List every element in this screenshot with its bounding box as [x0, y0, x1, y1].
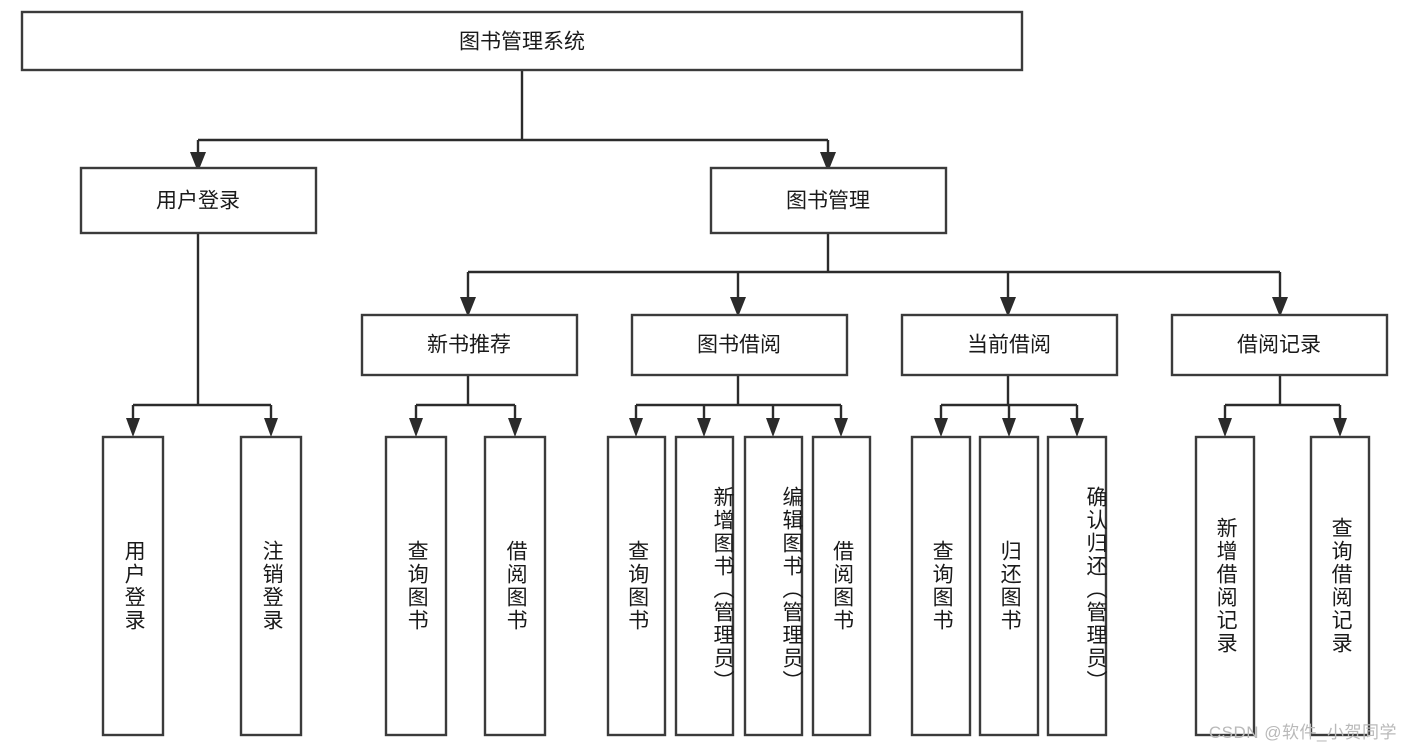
connector-group-book-borrow: [629, 375, 848, 437]
arrow-head-leaf-borrow-book-rec: [508, 418, 522, 437]
leaf-box-edit-book-admin[interactable]: [743, 435, 804, 737]
node-new-book-recommend[interactable]: 新书推荐: [360, 313, 579, 377]
connector-group-current-borrow: [934, 375, 1084, 437]
node-current-borrow-label: 当前借阅: [967, 334, 1051, 357]
arrow-head-leaf-query-book-cur: [934, 418, 948, 437]
connector-group-new-book-recommend: [409, 375, 522, 437]
leaf-box-user-login[interactable]: [101, 435, 165, 737]
node-book-management-label: 图书管理: [786, 190, 870, 213]
leaf-box-confirm-return-admin[interactable]: [1046, 435, 1108, 737]
connector-group-borrow-record: [1218, 375, 1347, 437]
leaf-boxes-group: [101, 435, 1371, 737]
arrow-head-book-management: [820, 152, 836, 172]
node-new-book-recommend-label: 新书推荐: [427, 334, 511, 357]
node-root[interactable]: 图书管理系统: [20, 10, 1024, 72]
leaf-box-query-book-cur[interactable]: [910, 435, 972, 737]
leaf-box-query-book-borrow[interactable]: [606, 435, 667, 737]
node-book-management-box[interactable]: [709, 166, 948, 235]
arrow-head-current-borrow: [1000, 297, 1016, 317]
leaf-box-query-book-rec[interactable]: [384, 435, 448, 737]
arrow-head-leaf-add-borrow-record: [1218, 418, 1232, 437]
arrow-head-leaf-edit-book-admin: [766, 418, 780, 437]
arrow-head-borrow-record: [1272, 297, 1288, 317]
connector-group-root: [190, 70, 836, 172]
node-book-borrow-box[interactable]: [630, 313, 849, 377]
leaf-box-add-borrow-record[interactable]: [1194, 435, 1256, 737]
node-current-borrow[interactable]: 当前借阅: [900, 313, 1119, 377]
watermark-text: CSDN @软件_小贺同学: [1208, 723, 1397, 742]
node-current-borrow-box[interactable]: [900, 313, 1119, 377]
leaf-box-return-book[interactable]: [978, 435, 1040, 737]
node-root-label: 图书管理系统: [459, 31, 585, 54]
arrow-head-leaf-query-book-borrow: [629, 418, 643, 437]
node-borrow-record[interactable]: 借阅记录: [1170, 313, 1389, 377]
arrow-head-user-login: [190, 152, 206, 172]
arrow-head-leaf-logout-login: [264, 418, 278, 437]
node-book-management[interactable]: 图书管理: [709, 166, 948, 235]
leaf-box-borrow-book-rec[interactable]: [483, 435, 547, 737]
node-book-borrow-label: 图书借阅: [697, 334, 781, 357]
arrow-head-leaf-user-login: [126, 418, 140, 437]
arrow-head-new-book-recommend: [460, 297, 476, 317]
node-user-login-box[interactable]: [79, 166, 318, 235]
arrow-head-leaf-query-borrow-record: [1333, 418, 1347, 437]
arrow-head-leaf-borrow-book: [834, 418, 848, 437]
node-user-login[interactable]: 用户登录: [79, 166, 318, 235]
arrow-head-leaf-confirm-return-admin: [1070, 418, 1084, 437]
leaf-box-logout-login[interactable]: [239, 435, 303, 737]
leaf-box-borrow-book[interactable]: [811, 435, 872, 737]
node-root-box[interactable]: [20, 10, 1024, 72]
leaf-box-query-borrow-record[interactable]: [1309, 435, 1371, 737]
node-borrow-record-label: 借阅记录: [1237, 334, 1321, 357]
leaf-box-add-book-admin[interactable]: [674, 435, 735, 737]
arrow-head-leaf-add-book-admin: [697, 418, 711, 437]
arrow-head-book-borrow: [730, 297, 746, 317]
arrow-head-leaf-return-book: [1002, 418, 1016, 437]
node-book-borrow[interactable]: 图书借阅: [630, 313, 849, 377]
node-user-login-label: 用户登录: [156, 190, 240, 213]
node-new-book-recommend-box[interactable]: [360, 313, 579, 377]
arrow-head-leaf-query-book-rec: [409, 418, 423, 437]
connector-group-book-management: [460, 233, 1288, 317]
node-borrow-record-box[interactable]: [1170, 313, 1389, 377]
connector-group-user-login: [126, 233, 278, 437]
